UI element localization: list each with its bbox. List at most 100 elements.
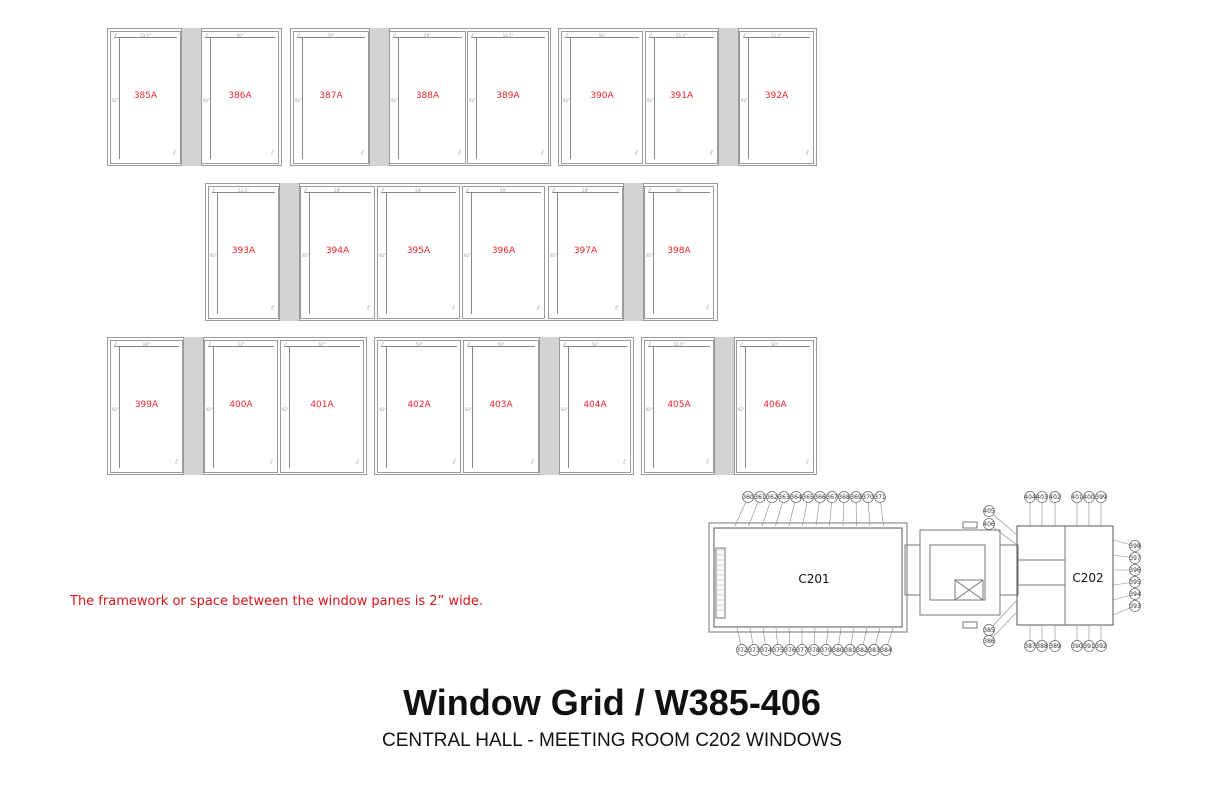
window-pane[interactable]: 59" 92" 387A ⫽⫽ <box>293 31 369 164</box>
window-callout-bubble: 375 <box>772 627 784 656</box>
window-pane[interactable]: 56" 92" 404A ⫽⫽ <box>559 340 631 473</box>
window-pane[interactable]: 60" 92" 386A ⫽⫽ <box>201 31 279 164</box>
window-callout-bubble: 406 <box>983 518 1018 546</box>
pane-height: 92" <box>206 406 213 412</box>
pane-height: 92" <box>391 97 398 103</box>
window-pane[interactable]: 53" 92" 400A ⫽⫽ <box>204 340 278 473</box>
width-dimension-line <box>114 37 177 38</box>
callout-number: 373 <box>748 647 760 654</box>
width-dimension-line <box>563 346 627 347</box>
pane-label: 388A <box>415 90 440 101</box>
glass-hatch-icon: ⫽ <box>471 32 475 40</box>
glass-hatch-icon: ⫽ <box>284 341 288 349</box>
pane-height: 92" <box>203 97 210 103</box>
window-pane[interactable]: 56" 92" 398A ⫽⫽ <box>644 186 714 319</box>
callout-number: 399 <box>1095 494 1107 501</box>
pane-width: 59" <box>415 188 422 193</box>
window-callout-bubble: 400 <box>1083 491 1095 526</box>
window-callout-bubble: 403 <box>1036 491 1048 526</box>
pane-width: 53.5" <box>502 33 514 38</box>
mullion-frame <box>714 337 735 475</box>
window-pane[interactable]: 51.5" 92" 405A ⫽⫽ <box>644 340 714 473</box>
pane-label: 391A <box>669 90 694 101</box>
glass-hatch-icon: ⫽ <box>563 341 567 349</box>
window-pane[interactable]: 59" 92" 396A ⫽⫽ <box>462 186 545 319</box>
width-dimension-line <box>205 37 275 38</box>
callout-number: 375 <box>772 647 784 654</box>
width-dimension-line <box>466 192 541 193</box>
window-pane[interactable]: 59" 92" 403A ⫽⫽ <box>463 340 539 473</box>
window-group <box>374 337 634 475</box>
window-pane[interactable]: 59" 92" 397A ⫽⫽ <box>548 186 623 319</box>
window-callout-bubble: 397 <box>1112 552 1141 564</box>
window-callout-bubble: 379 <box>820 627 832 656</box>
window-callout-bubble: 405 <box>983 505 1018 536</box>
window-pane[interactable]: 59" 92" 388A ⫽⫽ <box>389 31 466 164</box>
window-pane[interactable]: 51.5" 92" 391A ⫽⫽ <box>645 31 718 164</box>
window-callout-bubble: 386 <box>983 611 1018 647</box>
window-callout-bubble: 363 <box>775 491 790 527</box>
glass-hatch-icon: ⫽ <box>705 304 709 312</box>
pane-label: 402A <box>407 399 431 410</box>
pane-label: 396A <box>491 245 516 256</box>
glass-hatch-icon: ⫽ <box>174 458 178 466</box>
callout-number: 374 <box>760 647 772 654</box>
pane-label: 387A <box>319 90 343 101</box>
window-pane[interactable]: 59" 92" 402A ⫽⫽ <box>377 340 461 473</box>
window-pane[interactable]: 53.5" 92" 393A ⫽⫽ <box>208 186 279 319</box>
window-group <box>205 183 718 321</box>
window-pane[interactable]: 56" 92" 390A ⫽⫽ <box>561 31 643 164</box>
pane-height: 92" <box>646 406 653 412</box>
width-dimension-line <box>552 192 619 193</box>
pane-height: 92" <box>563 97 570 103</box>
pane-glass <box>653 346 710 468</box>
width-dimension-line <box>467 346 535 347</box>
window-pane[interactable]: 60" 92" 406A ⫽⫽ <box>736 340 814 473</box>
window-pane[interactable]: 53.5" 92" 385A ⫽⫽ <box>110 31 181 164</box>
callout-number: 369 <box>850 494 862 501</box>
window-callout-bubble: 378 <box>808 627 820 656</box>
callout-number: 362 <box>766 494 778 501</box>
mullion-frame <box>183 337 204 475</box>
pane-label: 395A <box>406 245 431 256</box>
window-pane[interactable]: 62" 92" 401A ⫽⫽ <box>280 340 364 473</box>
glass-hatch-icon: ⫽ <box>709 149 713 157</box>
pane-height: 92" <box>379 406 386 412</box>
pane-glass <box>476 37 545 159</box>
pane-label: 406A <box>763 399 787 410</box>
glass-hatch-icon: ⫽ <box>172 149 176 157</box>
glass-hatch-icon: ⫽ <box>451 304 455 312</box>
pane-glass <box>213 346 274 468</box>
window-callout-bubble: 398 <box>1112 539 1141 552</box>
pane-height: 92" <box>469 97 476 103</box>
window-pane[interactable]: 59" 92" 394A ⫽⫽ <box>300 186 375 319</box>
pane-glass <box>386 192 456 314</box>
callout-number: 384 <box>880 647 892 654</box>
room-c201 <box>713 527 903 628</box>
glass-hatch-icon: ⫽ <box>355 458 359 466</box>
callout-number: 368 <box>838 494 850 501</box>
window-pane[interactable]: 60" 92" 399A ⫽⫽ <box>110 340 183 473</box>
glass-hatch-icon: ⫽ <box>648 187 652 195</box>
window-callout-bubble: 364 <box>788 491 802 527</box>
pane-width: 53.5" <box>238 188 249 193</box>
mullion-frame <box>718 28 739 166</box>
pane-glass <box>568 346 627 468</box>
glass-hatch-icon: ⫽ <box>634 149 638 157</box>
callout-number: 363 <box>778 494 790 501</box>
glass-hatch-icon: ⫽ <box>805 149 809 157</box>
window-pane[interactable]: 59" 92" 395A ⫽⫽ <box>377 186 460 319</box>
pane-label: 390A <box>590 90 614 101</box>
pane-label: 398A <box>667 245 691 256</box>
window-callout-bubble: 367 <box>826 491 838 527</box>
window-pane[interactable]: 53.5" 92" 389A ⫽⫽ <box>467 31 549 164</box>
window-callout-bubble: 362 <box>761 491 778 527</box>
pane-width: 59" <box>334 188 341 193</box>
glass-hatch-icon: ⫽ <box>208 341 212 349</box>
pane-glass <box>210 37 275 159</box>
pane-glass <box>748 37 810 159</box>
window-pane[interactable]: 51.5" 92" 392A ⫽⫽ <box>739 31 814 164</box>
pane-width: 59" <box>415 342 423 347</box>
window-callout-bubble: 369 <box>850 491 862 527</box>
